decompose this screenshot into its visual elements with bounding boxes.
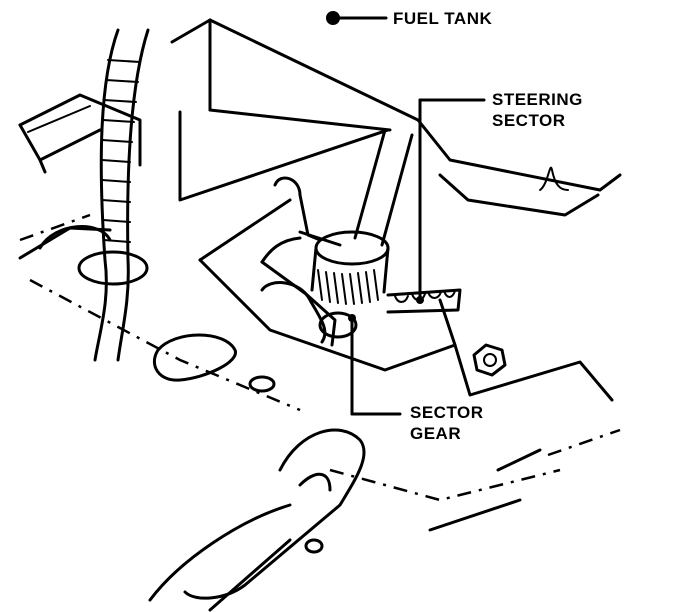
crossmember-outline [18, 198, 621, 532]
label-sector-gear-line2: GEAR [410, 424, 462, 443]
steering-sector-arm [260, 176, 462, 347]
steering-shaft [310, 128, 414, 305]
label-steering-sector-line2: SECTOR [492, 111, 566, 130]
label-fuel-tank: FUEL TANK [393, 9, 493, 28]
leader-steering-sector [416, 98, 486, 304]
slotted-mount [38, 225, 366, 612]
leader-sector-gear [348, 314, 402, 416]
leader-fuel-tank [326, 11, 388, 25]
frame-rail-left [18, 93, 142, 174]
bracket-bolt [438, 298, 507, 377]
label-steering-sector-line1: STEERING [492, 90, 583, 109]
label-sector-gear-line1: SECTOR [410, 403, 484, 422]
label-sector-gear: SECTOR GEAR [410, 402, 484, 444]
label-steering-sector: STEERING SECTOR [492, 89, 583, 131]
fuel-tank-outline [170, 18, 622, 217]
